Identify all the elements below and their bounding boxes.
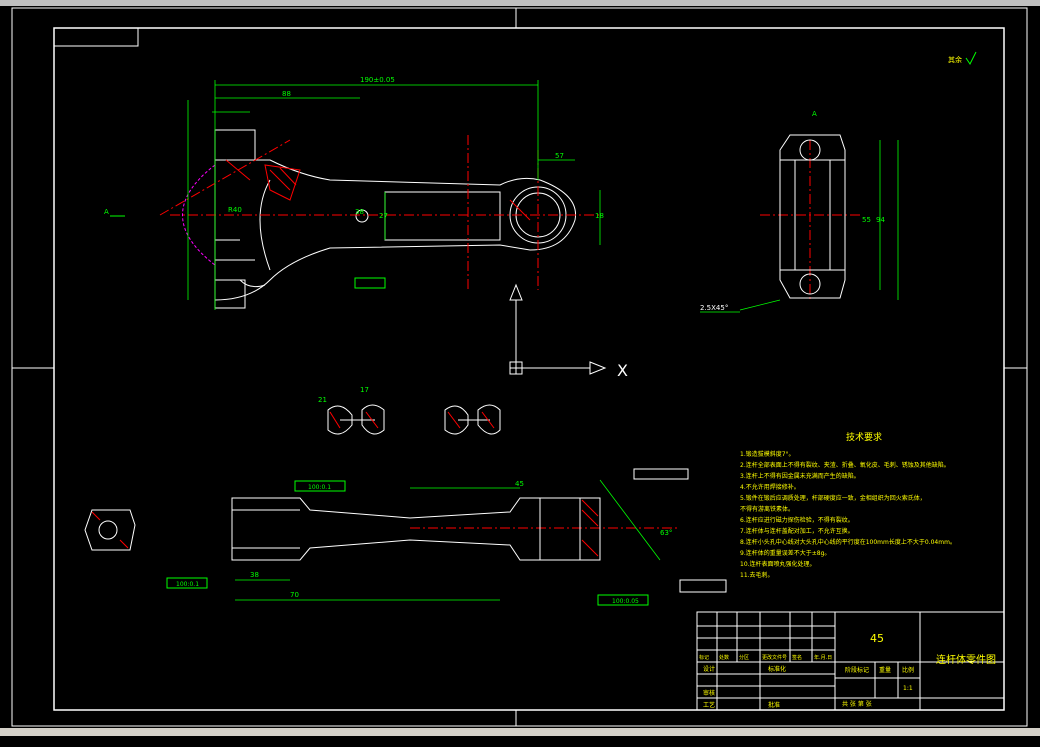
center-lines	[159, 135, 860, 529]
title-block-row-label: 审核	[703, 689, 715, 697]
tech-title: 技术要求	[846, 431, 882, 443]
roughness-note: 其余	[948, 51, 977, 65]
title-weight-label: 重量	[879, 666, 891, 674]
dim-top-left: 88	[282, 90, 291, 98]
dim-top-center: 190±0.05	[360, 76, 395, 84]
title-block-header: 标记	[699, 654, 709, 661]
tech-line: 7.连杆体与连杆盖配对加工，不允许互换。	[740, 527, 854, 535]
rod-front-view	[214, 129, 577, 309]
big-end-hatch	[264, 164, 301, 201]
tech-line: 11.去毛刺。	[740, 571, 774, 579]
title-sheet-text: 共 张 第 张	[842, 700, 872, 708]
dim-94: 94	[876, 216, 885, 224]
title-stage-label: 阶段标记	[845, 666, 869, 674]
title-block	[696, 611, 1005, 711]
tech-line: 不得有游离铁素体。	[740, 505, 794, 513]
tech-line: 1.锻造拔模斜度7°。	[740, 450, 795, 458]
tech-line: 2.连杆全部表面上不得有裂纹、夹渣、折叠、氧化皮、毛刺、锈蚀及其他缺陷。	[740, 461, 950, 469]
tech-line: 10.连杆表面喷丸强化处理。	[740, 560, 816, 568]
tech-line: 3.连杆上不得有因金属未充满而产生的缺陷。	[740, 472, 860, 480]
title-block-header: 签名	[792, 654, 802, 661]
title-block-header: 分区	[739, 654, 749, 661]
title-block-header: 更改文件号	[762, 654, 787, 661]
section-label-right: A	[812, 110, 817, 118]
title-scale: 1:1	[903, 685, 913, 692]
dim-chamfer: 2.5X45°	[700, 304, 728, 312]
tolerance-texts: 100:0.1 100:0.1 100:0.05	[176, 484, 639, 605]
dimension-texts: 190±0.05 88 57 R40 38 27 94 55 18 2.5X45…	[228, 76, 885, 599]
ucs-icon	[509, 283, 607, 375]
rod-small-view	[84, 509, 136, 551]
title-part-name: 连杆体零件图	[936, 653, 996, 666]
sheet-frame	[11, 7, 1028, 727]
title-material: 45	[870, 632, 884, 645]
tech-line: 9.连杆体的重量误差不大于±8g。	[740, 549, 830, 557]
cross-sections	[327, 404, 501, 435]
title-block-row-label: 设计	[703, 665, 715, 673]
tol-2: 100:0.1	[176, 581, 199, 588]
hatch-lines	[225, 159, 531, 221]
section-label-left: A	[104, 208, 109, 216]
title-block-header: 处数	[719, 654, 729, 661]
dim-small-end: 57	[555, 152, 564, 160]
tech-line: 6.连杆应进行磁力探伤检验，不得有裂纹。	[740, 516, 854, 524]
rod-bottom-view	[231, 497, 601, 561]
command-prompt: 命令:	[4, 736, 25, 745]
ucs-x-label: X	[617, 361, 628, 380]
technical-requirements: 技术要求 1.锻造拔模斜度7°。 2.连杆全部表面上不得有裂纹、夹渣、折叠、氧化皮…	[740, 431, 956, 579]
tech-line: 8.连杆小头孔中心线对大头孔中心线的平行度在100mm长度上不大于0.04mm。	[740, 538, 956, 546]
roughness-note-text: 其余	[948, 55, 962, 64]
dim-angle-63: 63°	[660, 529, 672, 537]
dimension-lines	[187, 80, 899, 601]
section-marks: A A	[104, 110, 817, 217]
rod-side-view	[779, 134, 846, 299]
title-scale-label: 比例	[902, 666, 914, 674]
dim-section-17: 17	[360, 386, 369, 394]
section-hatch	[329, 411, 495, 429]
dim-bottom-45: 45	[515, 480, 524, 488]
title-block-row-label: 批准	[768, 701, 780, 709]
tolerance-frames	[166, 277, 727, 606]
tech-line: 5.锻件在锻后应调质处理，杆部硬度应一致，金相组织为回火索氏体，	[740, 494, 926, 502]
title-block-header: 年.月.日	[814, 654, 832, 661]
bottom-hatch	[581, 499, 599, 557]
dim-section-21: 21	[318, 396, 327, 404]
window-top-edge	[0, 0, 1040, 6]
command-line[interactable]: 命令:	[0, 728, 1040, 745]
title-block-row-label: 工艺	[703, 701, 715, 709]
dim-18: 18	[595, 212, 604, 220]
title-block-texts: 45 连杆体零件图 1:1 阶段标记 重量 比例 共 张 第 张 标记 处数 分区 更…	[699, 632, 996, 709]
tech-line: 4.不允许用焊接修补。	[740, 483, 800, 491]
tol-3: 100:0.05	[612, 598, 639, 605]
dim-big-end-r: R40	[228, 206, 242, 214]
dim-bottom-70: 70	[290, 591, 299, 599]
tol-1: 100:0.1	[308, 484, 331, 491]
small-view-hatch	[91, 511, 129, 549]
dim-55: 55	[862, 216, 871, 224]
dim-38: 38	[355, 208, 364, 216]
dim-27: 27	[379, 212, 388, 220]
dim-bottom-38: 38	[250, 571, 259, 579]
big-end-arc	[182, 164, 216, 266]
title-block-row-label: 标准化	[768, 665, 786, 673]
